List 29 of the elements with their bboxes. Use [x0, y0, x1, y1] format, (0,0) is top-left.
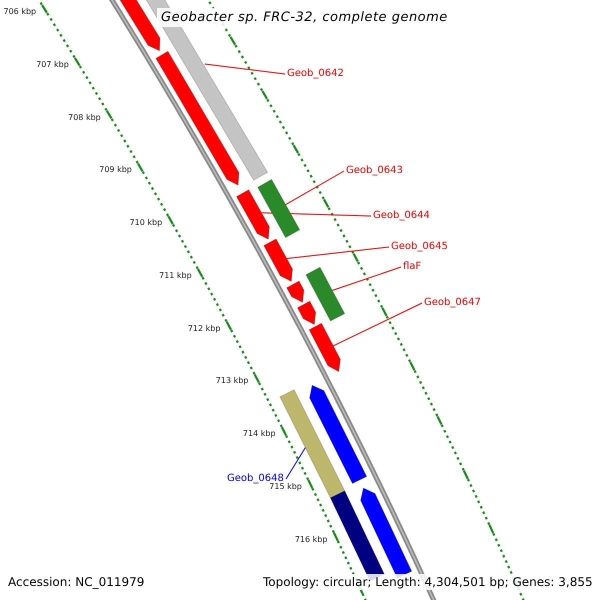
gene-label: Geob_0644	[373, 210, 430, 222]
scale-label: 713 kbp	[216, 376, 248, 386]
leader-line	[286, 246, 390, 259]
leader-line	[285, 170, 344, 206]
gene-label: flaF	[403, 261, 422, 273]
gene-feature	[309, 323, 341, 372]
gene-feature	[263, 238, 293, 282]
scale-label: 707 kbp	[36, 60, 69, 70]
leader-line	[286, 446, 306, 480]
scale-label: 712 kbp	[188, 324, 220, 334]
gene-feature	[236, 189, 270, 240]
leader-line	[332, 302, 422, 346]
gene-block	[257, 179, 300, 238]
scale-label: 710 kbp	[130, 218, 162, 228]
gene-feature	[155, 51, 240, 186]
scale-label: 709 kbp	[99, 165, 132, 176]
gene-label: Geob_0647	[424, 297, 481, 309]
gene-feature	[309, 385, 367, 484]
leader-line	[332, 266, 402, 291]
scale-label: 714 kbp	[242, 429, 276, 440]
gene-label: Geob_0643	[346, 165, 403, 177]
scale-label: 711 kbp	[159, 270, 192, 281]
gene-block	[305, 267, 345, 322]
scale-label: 706 kbp	[4, 6, 36, 17]
gene-label: Geob_0645	[391, 241, 448, 253]
leader-line	[204, 64, 286, 74]
scale-label: 708 kbp	[68, 112, 101, 123]
gene-label: Geob_0642	[287, 68, 344, 80]
gene-feature	[297, 301, 316, 325]
